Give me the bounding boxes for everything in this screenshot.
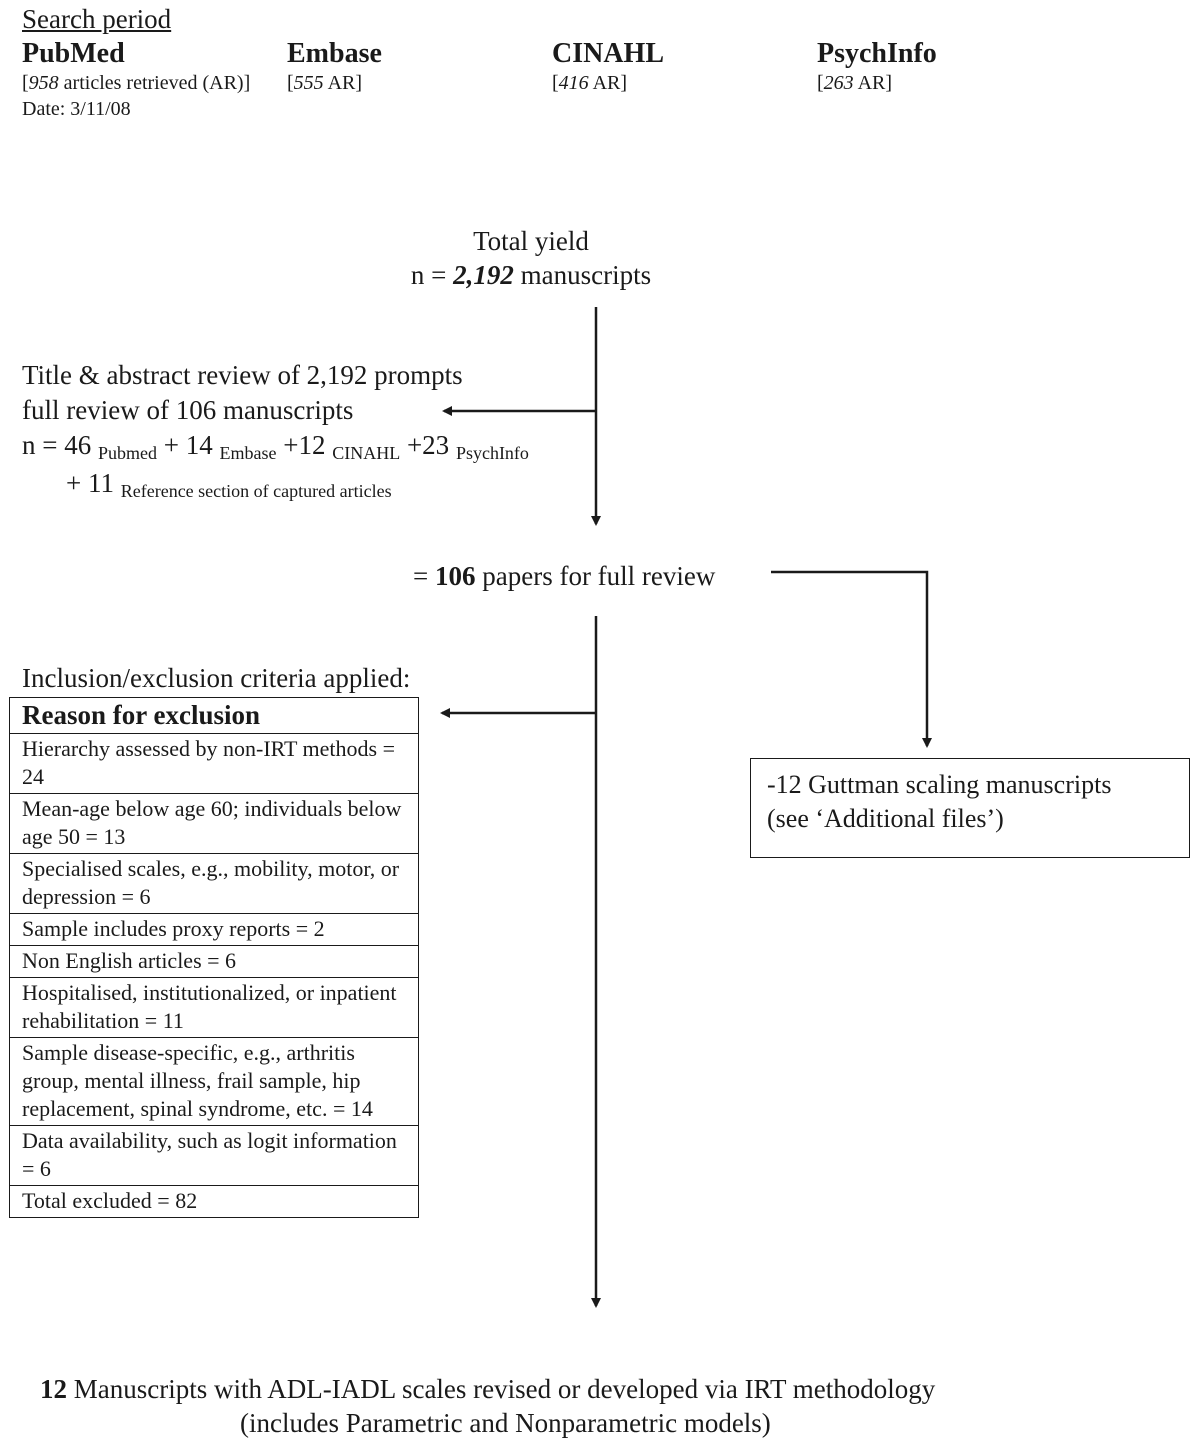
database-count-suffix: articles retrieved (AR)] (58, 72, 251, 94)
database-name: PubMed (22, 38, 125, 69)
database-count-value: 958 (28, 72, 59, 94)
table-cell: Hospitalised, institutionalized, or inpa… (9, 977, 419, 1038)
database-count: [416 AR] (552, 72, 628, 94)
total-yield-prefix: n = (410, 260, 454, 290)
breakdown-source: Reference section of captured articles (120, 481, 392, 501)
guttman-line2: (see ‘Additional files’) (767, 804, 1004, 833)
criteria-title: Inclusion/exclusion criteria applied: (22, 663, 411, 693)
database-name: Embase (287, 38, 382, 69)
database-count: [263 AR] (817, 72, 893, 94)
title-review-line1: Title & abstract review of 2,192 prompts (22, 360, 463, 390)
breakdown-source: Embase (219, 443, 277, 463)
final-count: 12 (40, 1374, 67, 1404)
title-review-breakdown: n = 46 Pubmed + 14 Embase +12 CINAHL +23… (22, 428, 529, 466)
table-row: Sample includes proxy reports = 2 (9, 913, 419, 946)
papers-count: 106 (434, 561, 476, 591)
database-count: [958 articles retrieved (AR)] (22, 72, 251, 94)
database-count-value: 416 (558, 72, 589, 94)
table-row: Non English articles = 6 (9, 945, 419, 978)
breakdown-source: Pubmed (97, 443, 157, 463)
database-name: CINAHL (552, 38, 665, 69)
database-count: [555 AR] (287, 72, 363, 94)
breakdown-source: CINAHL (332, 443, 401, 463)
total-yield-title: Total yield (473, 226, 589, 256)
breakdown-term: + 11 (66, 468, 121, 498)
table-cell: Total excluded = 82 (9, 1185, 419, 1218)
table-cell: Sample disease-specific, e.g., arthritis… (9, 1037, 419, 1126)
table-cell: Sample includes proxy reports = 2 (9, 913, 419, 946)
papers-suffix: papers for full review (475, 561, 716, 591)
search-period-label: Search period (22, 4, 172, 34)
database-cinahl: CINAHL [416 AR] (552, 38, 664, 96)
table-row: Total excluded = 82 (9, 1185, 419, 1218)
database-count-suffix: AR] (853, 72, 893, 94)
guttman-line1: -12 Guttman scaling manuscripts (767, 770, 1112, 799)
guttman-box: -12 Guttman scaling manuscripts (see ‘Ad… (750, 758, 1190, 858)
final-line1-text: Manuscripts with ADL-IADL scales revised… (67, 1374, 936, 1404)
database-psychinfo: PsychInfo [263 AR] (817, 38, 937, 96)
papers-prefix: = (413, 561, 435, 591)
total-yield-count: n = 2,192 manuscripts (400, 258, 662, 292)
table-cell: Data availability, such as logit informa… (9, 1125, 419, 1186)
table-row: Sample disease-specific, e.g., arthritis… (9, 1037, 419, 1126)
final-result-node: 12 Manuscripts with ADL-IADL scales revi… (40, 1372, 935, 1440)
title-review-line2: full review of 106 manuscripts (22, 395, 354, 425)
database-count-suffix: AR] (323, 72, 363, 94)
table-cell: Non English articles = 6 (9, 945, 419, 978)
papers-full-review-node: = 106 papers for full review (413, 561, 715, 592)
final-line2: (includes Parametric and Nonparametric m… (240, 1408, 771, 1438)
table-row: Specialised scales, e.g., mobility, moto… (9, 853, 419, 914)
exclusion-table: Reason for exclusion Hierarchy assessed … (9, 697, 419, 1218)
database-count-value: 555 (293, 72, 324, 94)
title-review-extra: + 11 Reference section of captured artic… (22, 466, 529, 504)
total-yield-number: 2,192 (453, 260, 514, 290)
total-yield-node: Total yield n = 2,192 manuscripts (400, 224, 662, 292)
table-cell: Specialised scales, e.g., mobility, moto… (9, 853, 419, 914)
database-count-value: 263 (823, 72, 854, 94)
database-embase: Embase [555 AR] (287, 38, 382, 96)
table-row: Hierarchy assessed by non-IRT methods = … (9, 733, 419, 794)
breakdown-source: PsychInfo (455, 443, 529, 463)
table-row: Data availability, such as logit informa… (9, 1125, 419, 1186)
table-cell: Mean-age below age 60; individuals below… (9, 793, 419, 854)
breakdown-term: n = 46 (22, 430, 98, 460)
table-row: Mean-age below age 60; individuals below… (9, 793, 419, 854)
table-row: Hospitalised, institutionalized, or inpa… (9, 977, 419, 1038)
breakdown-term: +23 (400, 430, 456, 460)
search-date: Date: 3/11/08 (22, 98, 131, 120)
final-line1: 12 Manuscripts with ADL-IADL scales revi… (40, 1374, 935, 1404)
database-count-suffix: AR] (588, 72, 628, 94)
table-cell: Hierarchy assessed by non-IRT methods = … (9, 733, 419, 794)
total-yield-suffix: manuscripts (513, 260, 652, 290)
database-name: PsychInfo (817, 38, 937, 69)
database-pubmed: PubMed [958 articles retrieved (AR)] Dat… (22, 38, 250, 122)
breakdown-term: + 14 (157, 430, 220, 460)
title-review-node: Title & abstract review of 2,192 prompts… (22, 358, 529, 504)
arrow-to-guttman-box (771, 570, 932, 748)
breakdown-term: +12 (276, 430, 333, 460)
